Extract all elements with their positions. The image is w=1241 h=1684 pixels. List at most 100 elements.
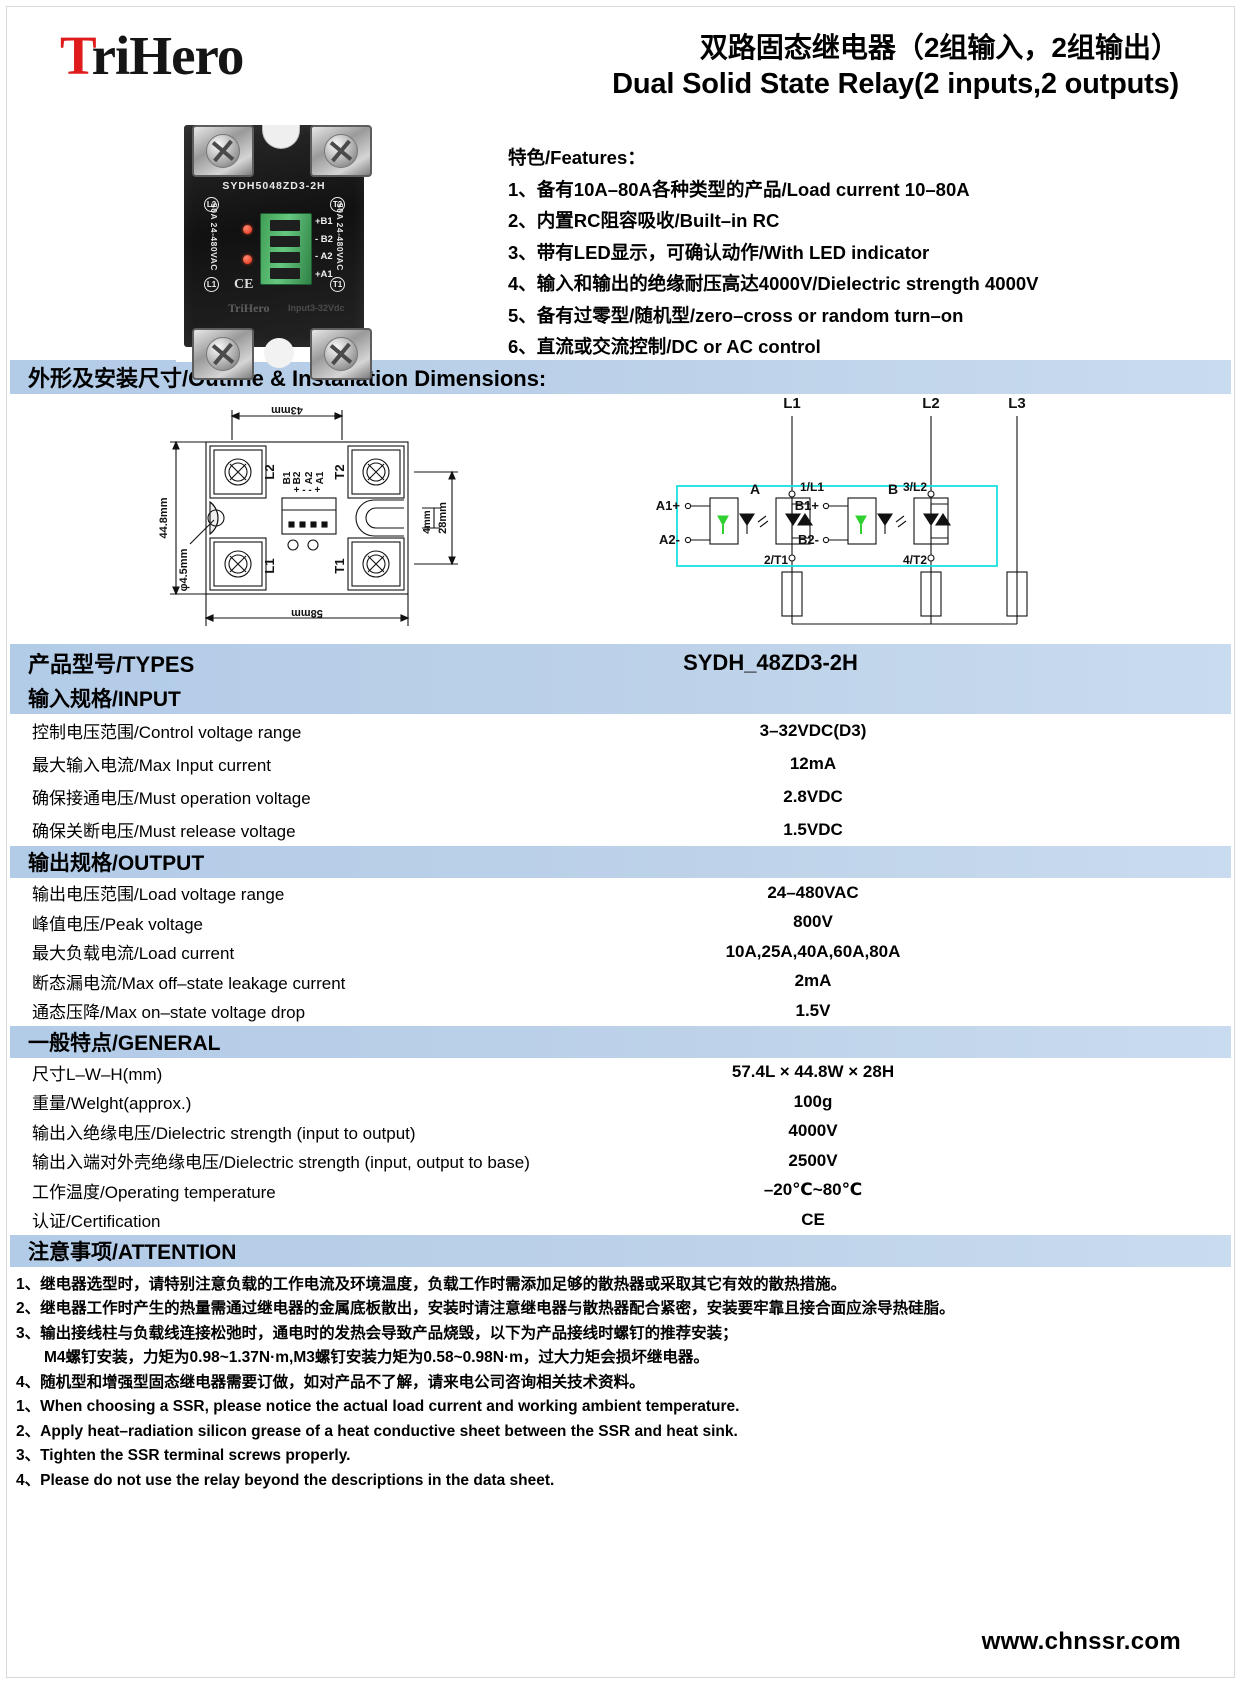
relay-top-notch — [262, 125, 300, 149]
spec-value: 12mA — [789, 753, 837, 773]
led-indicator-b — [243, 255, 252, 264]
dimensions-area: 43mm 44.8mm φ4.5mm 58mm 28mm 4mm L2 L1 T… — [10, 394, 1231, 644]
drawing-label-b1: B1 — [282, 471, 293, 484]
spec-key: 通态压降/Max on–state voltage drop — [32, 1003, 306, 1023]
circuit-channel-a-label: A — [750, 481, 760, 497]
feature-item: 1、备有10A–80A各种类型的产品/Load current 10–80A — [508, 178, 970, 200]
types-value: SYDH_48ZD3-2H — [683, 650, 858, 675]
table-row: 输出入端对外壳绝缘电压/Dielectric strength (input, … — [10, 1146, 1231, 1176]
relay-terminal-labels: +B1 - B2 - A2 +A1 — [315, 213, 333, 283]
page-title-cn: 双路固态继电器（2组输入，2组输出） — [699, 32, 1179, 63]
feature-item: 2、内置RC阻容吸收/Built–in RC — [508, 210, 780, 231]
dim-label-28mm: 28mm — [437, 502, 449, 534]
dim-label-phi4-5mm: φ4.5mm — [178, 548, 190, 591]
general-spec-table: 尺寸L–W–H(mm) 57.4L × 44.8W × 28H 重量/Welgh… — [10, 1058, 1231, 1235]
spec-value: 24–480VAC — [767, 882, 859, 902]
circuit-label-l1: L1 — [783, 395, 801, 412]
table-row: 控制电压范围/Control voltage range 3–32VDC(D3) — [10, 714, 1231, 747]
relay-terminal-t1: T1 — [330, 277, 345, 292]
spec-key: 输出入端对外壳绝缘电压/Dielectric strength (input, … — [32, 1153, 530, 1173]
attention-note-en: 3、Tighten the SSR terminal screws proper… — [16, 1447, 351, 1464]
spec-key: 输出入绝缘电压/Dielectric strength (input to ou… — [32, 1123, 416, 1143]
table-row: 最大输入电流/Max Input current 12mA — [10, 747, 1231, 780]
spec-value: 2.8VDC — [783, 786, 843, 806]
drawing-terminal-l2: L2 — [262, 464, 277, 479]
drawing-label-b2: B2 — [292, 471, 303, 484]
attention-note-en: 4、Please do not use the relay beyond the… — [16, 1471, 555, 1489]
relay-brand-emboss: TriHero — [228, 301, 270, 315]
spec-key: 尺寸L–W–H(mm) — [32, 1064, 163, 1084]
relay-bottom-notch — [264, 338, 294, 368]
circuit-terminal-b1-plus: B1+ — [795, 498, 820, 513]
relay-terminal-t2: T2 — [330, 197, 345, 212]
spec-value: –20℃~80℃ — [763, 1180, 863, 1200]
terminal-label-a1: +A1 — [315, 268, 333, 280]
brand-logo: TriHero — [60, 25, 244, 86]
dim-label-44-8mm: 44.8mm — [158, 497, 170, 538]
spec-key: 最大负载电流/Load current — [32, 944, 235, 964]
drawing-terminal-l1: L1 — [262, 558, 277, 573]
circuit-node-3l2: 3/L2 — [903, 480, 927, 494]
footer-website: www.chnssr.com — [981, 1628, 1181, 1655]
relay-lug-top-left — [192, 125, 254, 177]
feature-item: 6、直流或交流控制/DC or AC control — [508, 336, 821, 357]
screw-icon — [324, 134, 358, 168]
circuit-node-2t1: 2/T1 — [764, 553, 788, 567]
spec-value: 100g — [793, 1091, 833, 1111]
table-row: 重量/Welght(approx.) 100g — [10, 1087, 1231, 1117]
section-header-types: 产品型号/TYPES SYDH_48ZD3-2H — [10, 644, 1231, 682]
types-label: 产品型号/TYPES — [28, 652, 195, 677]
drawing-label-a2: A2 — [304, 471, 315, 484]
screw-icon — [324, 337, 358, 371]
section-header-attention: 注意事项/ATTENTION — [10, 1234, 1231, 1267]
section-header-input: 输入规格/INPUT — [10, 682, 1231, 714]
dim-label-4mm: 4mm — [422, 510, 433, 533]
feature-item: 4、输入和输出的绝缘耐压高达4000V/Dielectric strength … — [508, 273, 1039, 294]
table-row: 确保接通电压/Must operation voltage 2.8VDC — [10, 780, 1231, 813]
spec-value: 10A,25A,40A,60A,80A — [725, 941, 901, 961]
relay-right-rating: 50A 24-480VAC — [335, 203, 345, 271]
spec-value: 1.5VDC — [783, 819, 843, 839]
output-spec-table: 输出电压范围/Load voltage range 24–480VAC 峰值电压… — [10, 878, 1231, 1026]
attention-note-cn: M4螺钉安装，力矩为0.98~1.37N·m,M3螺钉安装力矩为0.58~0.9… — [44, 1349, 709, 1366]
terminal-label-a2: - A2 — [315, 251, 333, 262]
relay-left-rating: 50A 24-480VAC — [209, 203, 219, 271]
dimension-and-circuit-drawing: 43mm 44.8mm φ4.5mm 58mm 28mm 4mm L2 L1 T… — [158, 395, 1028, 626]
relay-terminal-l1: L1 — [204, 277, 219, 292]
attention-note-cn: 3、输出接线柱与负载线连接松弛时，通电时的发热会导致产品烧毁，以下为产品接线时螺… — [16, 1324, 738, 1342]
screw-icon — [206, 337, 240, 371]
drawing-label-a1: A1 — [315, 471, 326, 484]
attention-note-cn: 4、随机型和增强型固态继电器需要订做，如对产品不了解，请来电公司咨询相关技术资料… — [16, 1373, 645, 1391]
relay-body: SYDH5048ZD3-2H 50A 24-480VAC 50A 24-480V… — [184, 125, 372, 380]
spec-key: 峰值电压/Peak voltage — [32, 914, 204, 934]
spec-key: 输出电压范围/Load voltage range — [32, 885, 285, 905]
circuit-terminal-b2-minus: B2- — [798, 532, 819, 547]
dim-label-43mm: 43mm — [271, 404, 303, 416]
section-header-output: 输出规格/OUTPUT — [10, 846, 1231, 878]
dim-label-58mm: 58mm — [291, 607, 323, 619]
table-row: 最大负载电流/Load current 10A,25A,40A,60A,80A — [10, 937, 1231, 967]
relay-lug-bottom-right — [310, 328, 372, 380]
ce-mark-icon: CE — [234, 277, 254, 292]
drawing-terminal-t2: T2 — [332, 464, 347, 479]
spec-value: 57.4L × 44.8W × 28H — [731, 1062, 895, 1082]
features-heading: 特色/Features： — [508, 147, 646, 168]
attention-note-en: 1、When choosing a SSR, please notice the… — [16, 1398, 740, 1415]
table-row: 通态压降/Max on–state voltage drop 1.5V — [10, 996, 1231, 1026]
terminal-label-b1: +B1 — [315, 216, 333, 227]
logo-letter-t: T — [60, 25, 93, 86]
feature-item: 3、带有LED显示，可确认动作/With LED indicator — [508, 241, 930, 263]
table-row: 尺寸L–W–H(mm) 57.4L × 44.8W × 28H — [10, 1058, 1231, 1088]
circuit-channel-b-label: B — [888, 481, 898, 497]
section-header-general: 一般特点/GENERAL — [10, 1025, 1231, 1058]
circuit-terminal-a2-minus: A2- — [659, 532, 680, 547]
features-list: 特色/Features： 1、备有10A–80A各种类型的产品/Load cur… — [508, 142, 1039, 363]
relay-lug-top-right — [310, 125, 372, 177]
circuit-node-1l1: 1/L1 — [800, 480, 824, 494]
spec-key: 控制电压范围/Control voltage range — [32, 723, 302, 742]
spec-key: 断态漏电流/Max off–state leakage current — [32, 973, 346, 993]
page-header: TriHero 双路固态继电器（2组输入，2组输出） Dual Solid St… — [0, 0, 1241, 380]
relay-input-emboss: Input3-32Vdc — [288, 303, 345, 313]
table-row: 断态漏电流/Max off–state leakage current 2mA — [10, 967, 1231, 997]
page-title-en: Dual Solid State Relay(2 inputs,2 output… — [612, 68, 1179, 100]
